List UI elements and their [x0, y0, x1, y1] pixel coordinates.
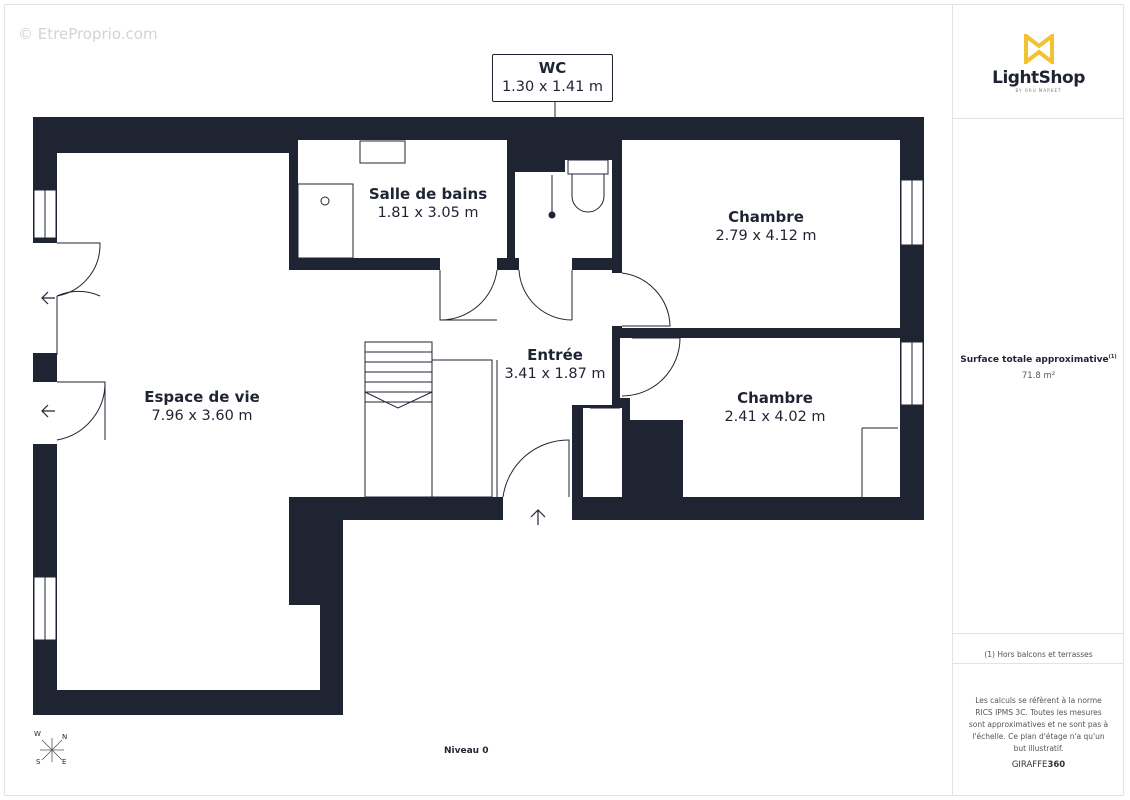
room-wc — [515, 172, 612, 258]
room-label-chambre-1: Chambre 2.79 x 4.12 m — [715, 208, 817, 244]
page-frame — [4, 4, 1124, 796]
wc-recess — [565, 160, 612, 174]
compass-icon: W N S E — [34, 730, 68, 766]
lightshop-logo-icon — [1023, 31, 1054, 67]
room-label-chambre-2: Chambre 2.41 x 4.02 m — [724, 389, 826, 425]
entry-arrow-icon — [41, 291, 546, 525]
room-label-entree: Entrée 3.41 x 1.87 m — [504, 346, 606, 382]
room-chambre-1 — [622, 140, 900, 328]
fixtures — [297, 159, 609, 259]
room-label-salle-de-bains: Salle de bains 1.81 x 3.05 m — [368, 185, 488, 221]
windows — [33, 140, 924, 641]
room-label-wc: WC 1.30 x 1.41 m — [492, 54, 613, 102]
shower-icon — [297, 183, 354, 259]
watermark: © EtreProprio.com — [18, 25, 158, 43]
footnote: (1) Hors balcons et terrasses — [984, 650, 1093, 659]
room-label-espace-de-vie: Espace de vie 7.96 x 3.60 m — [144, 388, 260, 424]
giraffe360-brand: GIRAFFE360 — [1011, 760, 1066, 770]
level-label: Niveau 0 — [444, 746, 489, 756]
toilet-icon — [567, 159, 609, 175]
closet — [583, 408, 622, 497]
disclaimer: Les calculs se réfèrent à la norme RICS … — [968, 696, 1109, 753]
stairs — [364, 341, 498, 498]
doors — [56, 242, 898, 498]
surface-value: 71.8 m² — [1021, 371, 1056, 381]
floor-plan — [32, 102, 924, 715]
sidebar: LightShop BY ORU MARKET Surface totale a… — [952, 4, 1124, 796]
lightshop-logo: LightShop BY ORU MARKET — [953, 31, 1124, 93]
room-chambre-2 — [630, 338, 900, 497]
room-espace-de-vie-entree — [57, 153, 612, 690]
surface-summary: Surface totale approximative(1) 71.8 m² — [953, 354, 1124, 381]
